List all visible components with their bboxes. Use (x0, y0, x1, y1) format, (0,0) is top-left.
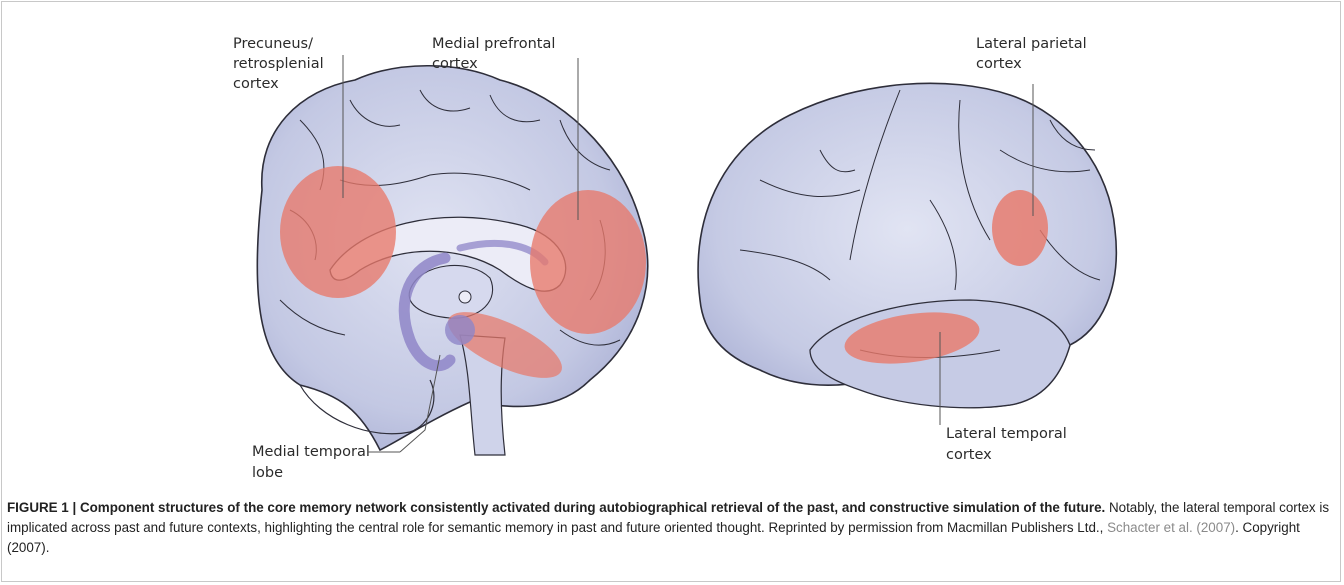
label-mtl-l1: Medial temporal (252, 444, 370, 460)
region-mpfc (530, 190, 646, 334)
label-lateral-parietal-l1: Lateral parietal (976, 36, 1087, 52)
label-lateral-parietal-l2: cortex (976, 56, 1022, 72)
label-lateral-temporal-l2: cortex (946, 447, 992, 463)
caption-reference-link[interactable]: Schacter et al. (2007) (1107, 520, 1235, 535)
label-mtl: Medial temporal lobe (252, 444, 374, 481)
label-mpfc: Medial prefrontal cortex (432, 36, 560, 72)
label-precuneus-l3: cortex (233, 76, 279, 92)
label-lateral-parietal: Lateral parietal cortex (976, 36, 1091, 72)
label-precuneus-l2: retrosplenial (233, 56, 324, 72)
region-mtl-overlap (445, 315, 475, 345)
lateral-brain: Lateral parietal cortex Lateral temporal… (698, 36, 1116, 463)
region-lateral-parietal (992, 190, 1048, 266)
label-mtl-l2: lobe (252, 465, 283, 481)
small-nucleus (459, 291, 471, 303)
label-mpfc-l2: cortex (432, 56, 478, 72)
region-precuneus (280, 166, 396, 298)
caption-title: FIGURE 1 | Component structures of the c… (7, 500, 1105, 515)
medial-brain: Precuneus/ retrosplenial cortex Medial p… (233, 36, 648, 481)
label-precuneus: Precuneus/ retrosplenial cortex (233, 36, 328, 92)
brain-figure: Precuneus/ retrosplenial cortex Medial p… (0, 0, 1344, 495)
label-lateral-temporal: Lateral temporal cortex (946, 426, 1071, 463)
figure-caption: FIGURE 1 | Component structures of the c… (7, 498, 1337, 558)
label-mpfc-l1: Medial prefrontal (432, 36, 555, 52)
label-precuneus-l1: Precuneus/ (233, 36, 313, 52)
label-lateral-temporal-l1: Lateral temporal (946, 426, 1067, 442)
